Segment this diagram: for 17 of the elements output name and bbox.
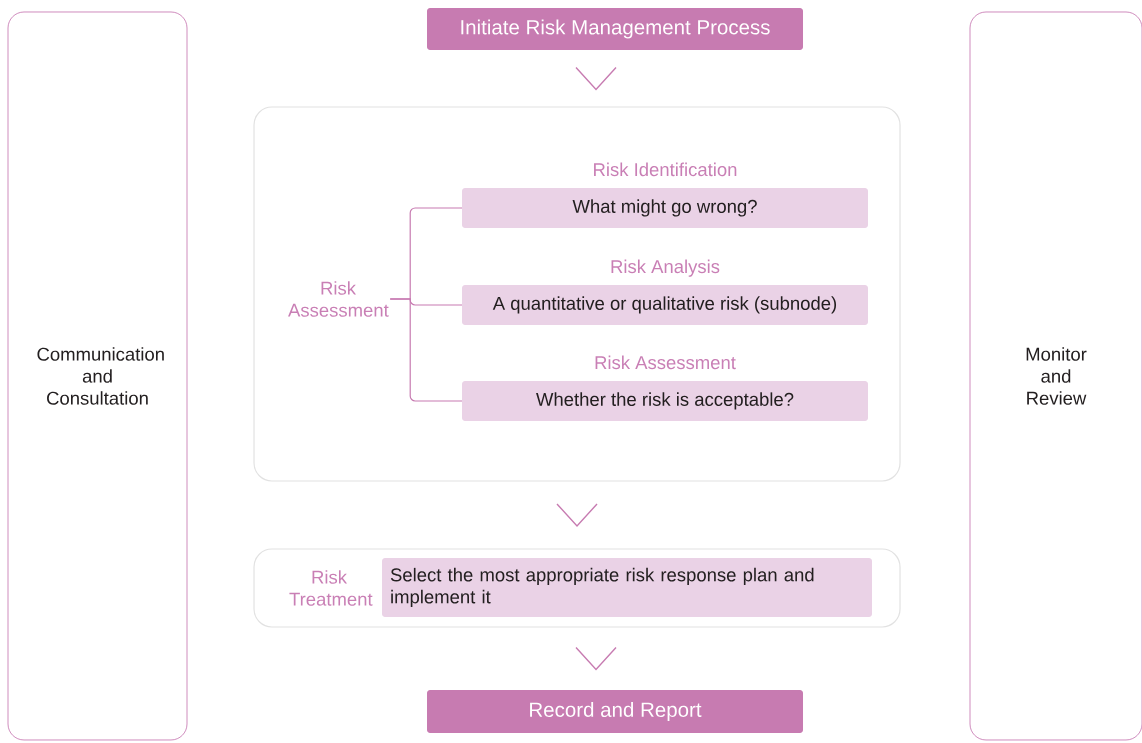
step-heading: Risk Assessment [595, 355, 736, 370]
chevron-arrow [575, 646, 617, 671]
step-box: A quantitative or qualitative risk (subnode) [462, 285, 868, 325]
step-box: Whether the risk is acceptable? [462, 381, 868, 421]
step-heading: Risk Identification [594, 162, 737, 177]
process-box: Initiate Risk Management Process [427, 8, 803, 50]
chevron-arrow [556, 503, 598, 528]
chevron-arrow [575, 66, 617, 91]
group-label: Risk Assessment [288, 281, 389, 317]
step-box: What might go wrong? [462, 188, 868, 228]
process-box: Record and Report [427, 690, 803, 733]
side-panel: Monitor and Review [969, 11, 1142, 741]
step-heading: Risk Analysis [611, 259, 720, 277]
bracket-line [389, 298, 463, 402]
group-panel [253, 106, 901, 482]
step-box: Select the most appropriate risk response plan and implement it [382, 558, 872, 617]
side-panel: Communication and Consultation [7, 11, 188, 741]
